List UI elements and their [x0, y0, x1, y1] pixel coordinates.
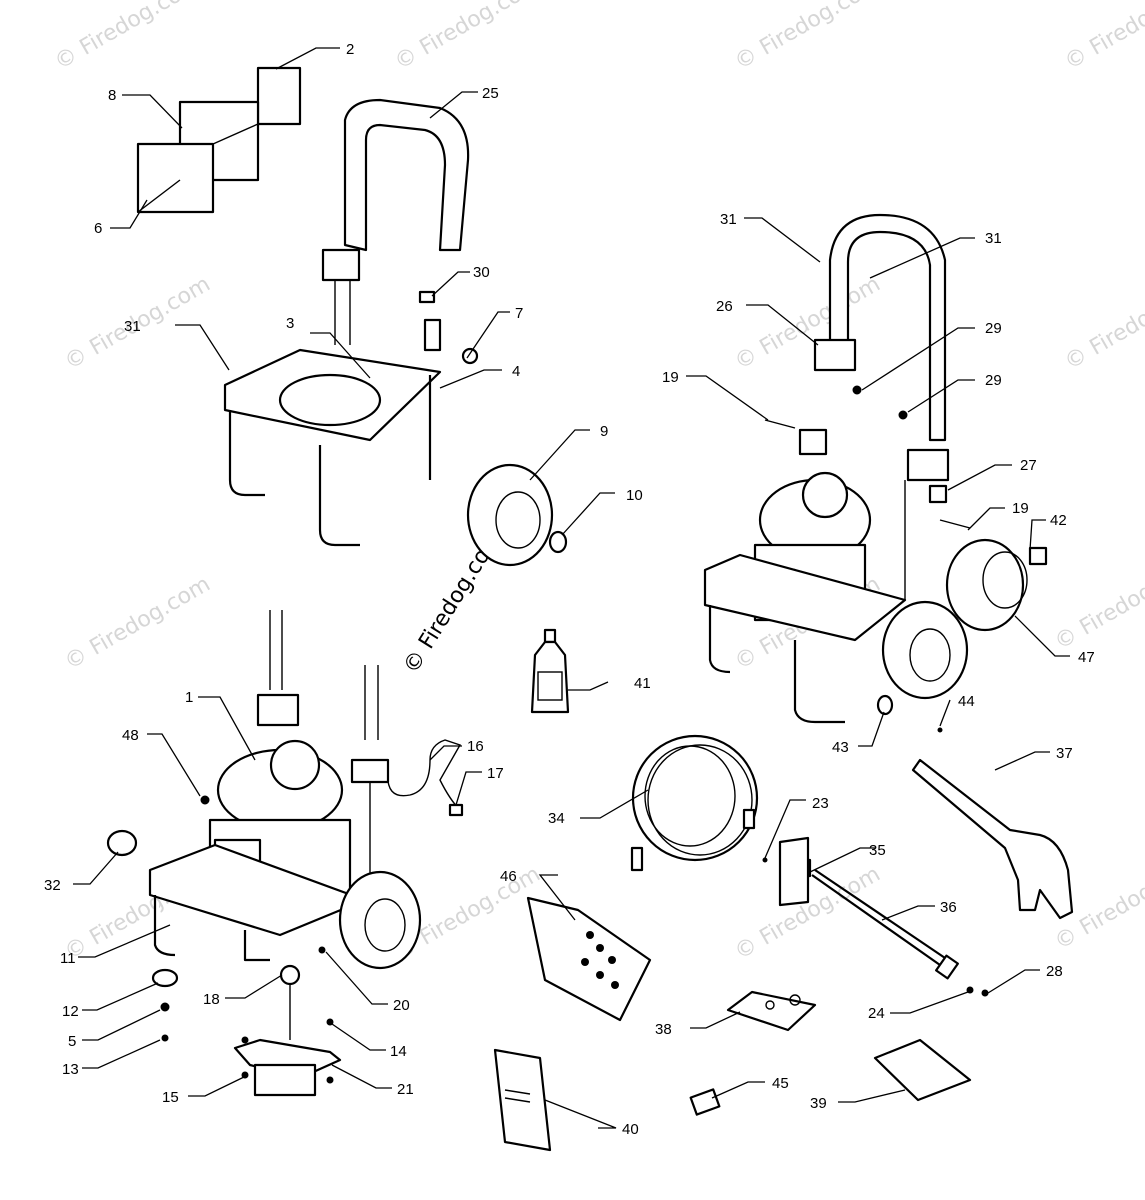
watermark: © Firedog.com — [391, 0, 545, 75]
callout-1: 1 — [185, 689, 193, 706]
watermark: © Firedog.com — [1061, 272, 1145, 375]
callout-25: 25 — [482, 85, 499, 102]
callout-15: 15 — [162, 1089, 179, 1106]
callout-38: 38 — [655, 1021, 672, 1038]
callout-32: 32 — [44, 877, 61, 894]
watermark: © Firedog.com — [731, 272, 885, 375]
callout-10: 10 — [626, 487, 643, 504]
callout-41: 41 — [634, 675, 651, 692]
watermark: © Firedog.com — [61, 572, 215, 675]
callout-6: 6 — [94, 220, 102, 237]
callout-31: 31 — [985, 230, 1002, 247]
watermark: © Firedog.com — [1051, 552, 1145, 655]
callout-18: 18 — [203, 991, 220, 1008]
callout-31: 31 — [720, 211, 737, 228]
callout-40: 40 — [622, 1121, 639, 1138]
callout-16: 16 — [467, 738, 484, 755]
callout-8: 8 — [108, 87, 116, 104]
callout-45: 45 — [772, 1075, 789, 1092]
callout-3: 3 — [286, 315, 294, 332]
callout-31: 31 — [124, 318, 141, 335]
callout-19: 19 — [662, 369, 679, 386]
callout-46: 46 — [500, 868, 517, 885]
callout-11: 11 — [60, 950, 76, 967]
callout-20: 20 — [393, 997, 410, 1014]
callout-42: 42 — [1050, 512, 1067, 529]
callout-39: 39 — [810, 1095, 827, 1112]
callout-24: 24 — [868, 1005, 885, 1022]
callout-35: 35 — [869, 842, 886, 859]
callout-labels: 2 8 25 6 31 30 3 7 4 9 10 31 31 26 29 19… — [44, 41, 1095, 1138]
callout-17: 17 — [487, 765, 504, 782]
callout-12: 12 — [62, 1003, 79, 1020]
watermark: © Firedog.com — [1061, 0, 1145, 75]
callout-7: 7 — [515, 305, 523, 322]
callout-19: 19 — [1012, 500, 1029, 517]
pump-assembly-drawing — [73, 610, 482, 1097]
callout-29: 29 — [985, 320, 1002, 337]
callout-4: 4 — [512, 363, 520, 380]
callout-30: 30 — [473, 264, 490, 281]
watermark: © Firedog.com — [51, 0, 205, 75]
callout-5: 5 — [68, 1033, 76, 1050]
callout-44: 44 — [958, 693, 975, 710]
callout-23: 23 — [812, 795, 829, 812]
callout-48: 48 — [122, 727, 139, 744]
callout-14: 14 — [390, 1043, 407, 1060]
callout-37: 37 — [1056, 745, 1073, 762]
callout-21: 21 — [397, 1081, 414, 1098]
callout-47: 47 — [1078, 649, 1095, 666]
watermark: © Firedog.com — [731, 0, 885, 75]
frame-assembly-drawing — [110, 47, 615, 567]
callout-28: 28 — [1046, 963, 1063, 980]
callout-43: 43 — [832, 739, 849, 756]
callout-29: 29 — [985, 372, 1002, 389]
accessories-drawing — [493, 628, 1074, 1152]
callout-36: 36 — [940, 899, 957, 916]
callout-2: 2 — [346, 41, 354, 58]
callout-27: 27 — [1020, 457, 1037, 474]
callout-26: 26 — [716, 298, 733, 315]
callout-9: 9 — [600, 423, 608, 440]
reel-assembly-drawing — [686, 213, 1070, 747]
callout-13: 13 — [62, 1061, 79, 1078]
callout-34: 34 — [548, 810, 565, 827]
